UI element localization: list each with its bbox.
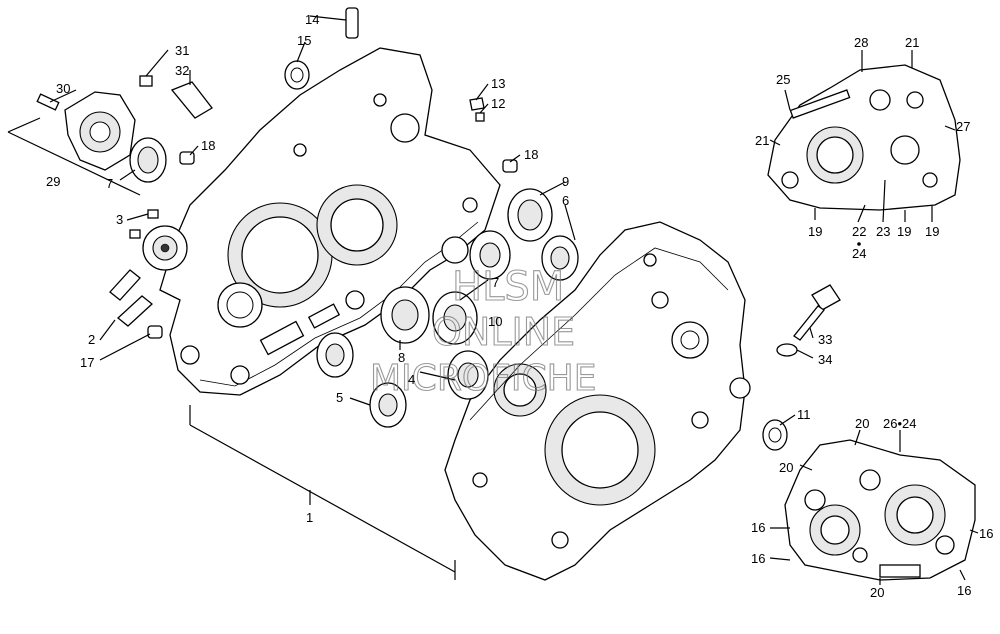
screw-12 (475, 112, 485, 122)
callout-33: 33 (818, 332, 832, 347)
callout-3: 3 (116, 212, 123, 227)
seal-11 (762, 419, 788, 451)
callout-18-left: 18 (201, 138, 215, 153)
right-crankcase-half (444, 221, 751, 581)
callout-30: 30 (56, 81, 70, 96)
shaft-31-32 (139, 75, 213, 119)
callout-16-a: 16 (751, 520, 765, 535)
callout-2: 2 (88, 332, 95, 347)
bearing-9 (507, 188, 553, 242)
inset-case-bottom (784, 439, 976, 581)
callout-20-left: 20 (779, 460, 793, 475)
callout-19-a: 19 (808, 224, 822, 239)
dowel-18-right (502, 159, 518, 173)
callout-16-c: 16 (979, 526, 993, 541)
callout-23: 23 (876, 224, 890, 239)
dipstick-33 (793, 284, 841, 341)
callout-19-c: 19 (925, 224, 939, 239)
callout-12: 12 (491, 96, 505, 111)
callout-13: 13 (491, 76, 505, 91)
dowel-18-left (179, 151, 195, 165)
callout-21-top: 21 (905, 35, 919, 50)
callout-26-24: 26•24 (883, 416, 916, 431)
dowel-pin-14 (345, 7, 359, 39)
o-ring-34 (776, 343, 798, 357)
bearing-4 (447, 350, 489, 400)
callout-15: 15 (297, 33, 311, 48)
callout-32: 32 (175, 63, 189, 78)
callout-labels: 14 15 31 32 30 29 7 18 3 2 17 13 12 18 9… (46, 12, 993, 600)
cover-assembly-29 (36, 91, 136, 171)
callout-21-left: 21 (755, 133, 769, 148)
callout-20-top: 20 (855, 416, 869, 431)
leader-lines (7, 15, 979, 585)
callout-18-right: 18 (524, 147, 538, 162)
watermark-line-1: HLSM (452, 264, 564, 310)
bearing-6 (541, 235, 579, 281)
callout-10: 10 (488, 314, 502, 329)
bearing-8 (380, 286, 430, 344)
bearing-7-right (469, 230, 511, 280)
callout-29: 29 (46, 174, 60, 189)
plate-13 (469, 97, 485, 111)
bearing-7-left (129, 137, 167, 183)
callout-16-b: 16 (751, 551, 765, 566)
dowel-3 (147, 209, 159, 219)
watermark-line-3: MICROFICHE (370, 358, 596, 399)
watermark-line-2: ONLINE (432, 310, 575, 354)
callout-7-right: 7 (492, 275, 499, 290)
watermark: HLSM ONLINE MICROFICHE (369, 263, 597, 399)
callout-1: 1 (306, 510, 313, 525)
callout-6: 6 (562, 193, 569, 208)
inset-case-top (767, 64, 961, 211)
callout-31: 31 (175, 43, 189, 58)
callout-4: 4 (408, 372, 415, 387)
callout-7-left: 7 (106, 176, 113, 191)
fittings-2 (109, 269, 153, 327)
bearing-left-lower (316, 332, 354, 378)
bearing-10 (432, 291, 478, 345)
callout-16-d: 16 (957, 583, 971, 598)
callout-20-bottom: 20 (870, 585, 884, 600)
callout-25: 25 (776, 72, 790, 87)
callout-14: 14 (305, 12, 319, 27)
callout-22: 22 (852, 224, 866, 239)
callout-9: 9 (562, 174, 569, 189)
callout-19-b: 19 (897, 224, 911, 239)
callout-11: 11 (797, 407, 811, 422)
callout-34: 34 (818, 352, 832, 367)
callout-28: 28 (854, 35, 868, 50)
callout-8: 8 (398, 350, 405, 365)
dowel-17 (147, 325, 163, 339)
callout-27: 27 (956, 119, 970, 134)
callout-5: 5 (336, 390, 343, 405)
callout-17: 17 (80, 355, 94, 370)
callout-24: 24 (852, 246, 866, 261)
bullet-dot (857, 242, 861, 246)
left-crankcase-half (142, 47, 501, 396)
